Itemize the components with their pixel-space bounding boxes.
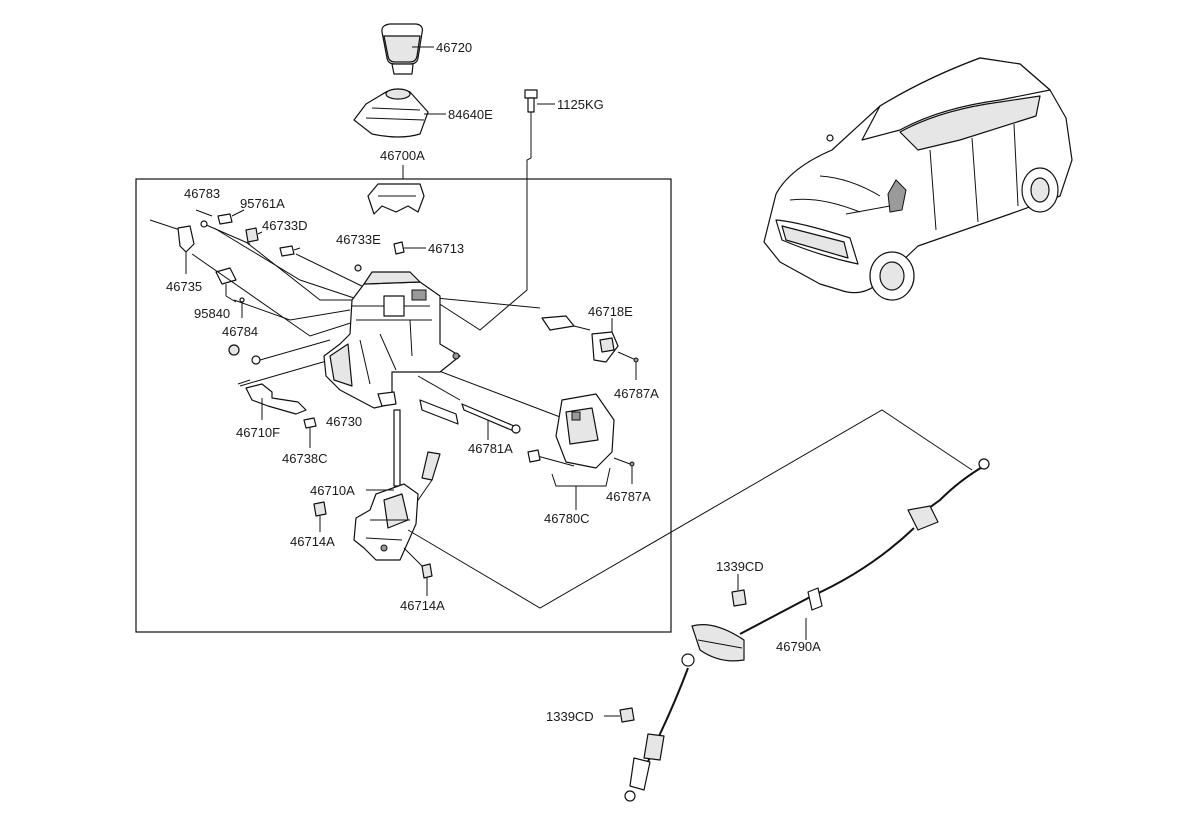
shift-lock-46780c-icon [527,393,635,510]
bracket-46710f-icon [245,383,307,420]
label-46784: 46784 [222,324,258,339]
top-bracket-icon [367,183,425,215]
label-46787a-lower: 46787A [606,489,651,504]
shifter-body-icon [323,271,461,409]
suv-vehicle-icon [763,57,1073,301]
switch-46718e-icon [541,315,639,380]
label-46738c: 46738C [282,451,328,466]
label-46733e: 46733E [336,232,381,247]
label-46730: 46730 [326,414,362,429]
label-46733d: 46733D [262,218,308,233]
clip-46738c-icon [303,417,317,448]
pin-46781a-icon [419,399,521,440]
small-parts-icon [149,209,426,365]
bolt-1125kg-icon [417,89,555,331]
label-1339cd-lower: 1339CD [546,709,594,724]
label-1339cd-upper: 1339CD [716,559,764,574]
shift-boot-icon [353,88,446,138]
label-46783: 46783 [184,186,220,201]
label-46780c: 46780C [544,511,590,526]
label-95761a: 95761A [240,196,285,211]
label-46790a: 46790A [776,639,821,654]
shift-cable-icon [624,458,990,802]
nut-46714a-icon [313,501,433,596]
shift-lever-46710a-icon [353,409,441,561]
label-46781a: 46781A [468,441,513,456]
label-46710f: 46710F [236,425,280,440]
label-84640e: 84640E [448,107,493,122]
label-46720: 46720 [436,40,472,55]
label-46700a: 46700A [380,148,425,163]
label-46735: 46735 [166,279,202,294]
cable-guide-lines [407,409,973,609]
shift-knob-icon [381,23,434,75]
label-46714a-right: 46714A [400,598,445,613]
nut-1339cd-icon [604,574,747,723]
label-95840: 95840 [194,306,230,321]
label-46714a-left: 46714A [290,534,335,549]
label-46718e: 46718E [588,304,633,319]
label-46713: 46713 [428,241,464,256]
label-46787a-upper: 46787A [614,386,659,401]
label-46710a: 46710A [310,483,355,498]
label-1125kg: 1125KG [557,97,604,112]
part-labels: 46720 84640E 1125KG 46700A 46783 95761A … [166,40,821,724]
